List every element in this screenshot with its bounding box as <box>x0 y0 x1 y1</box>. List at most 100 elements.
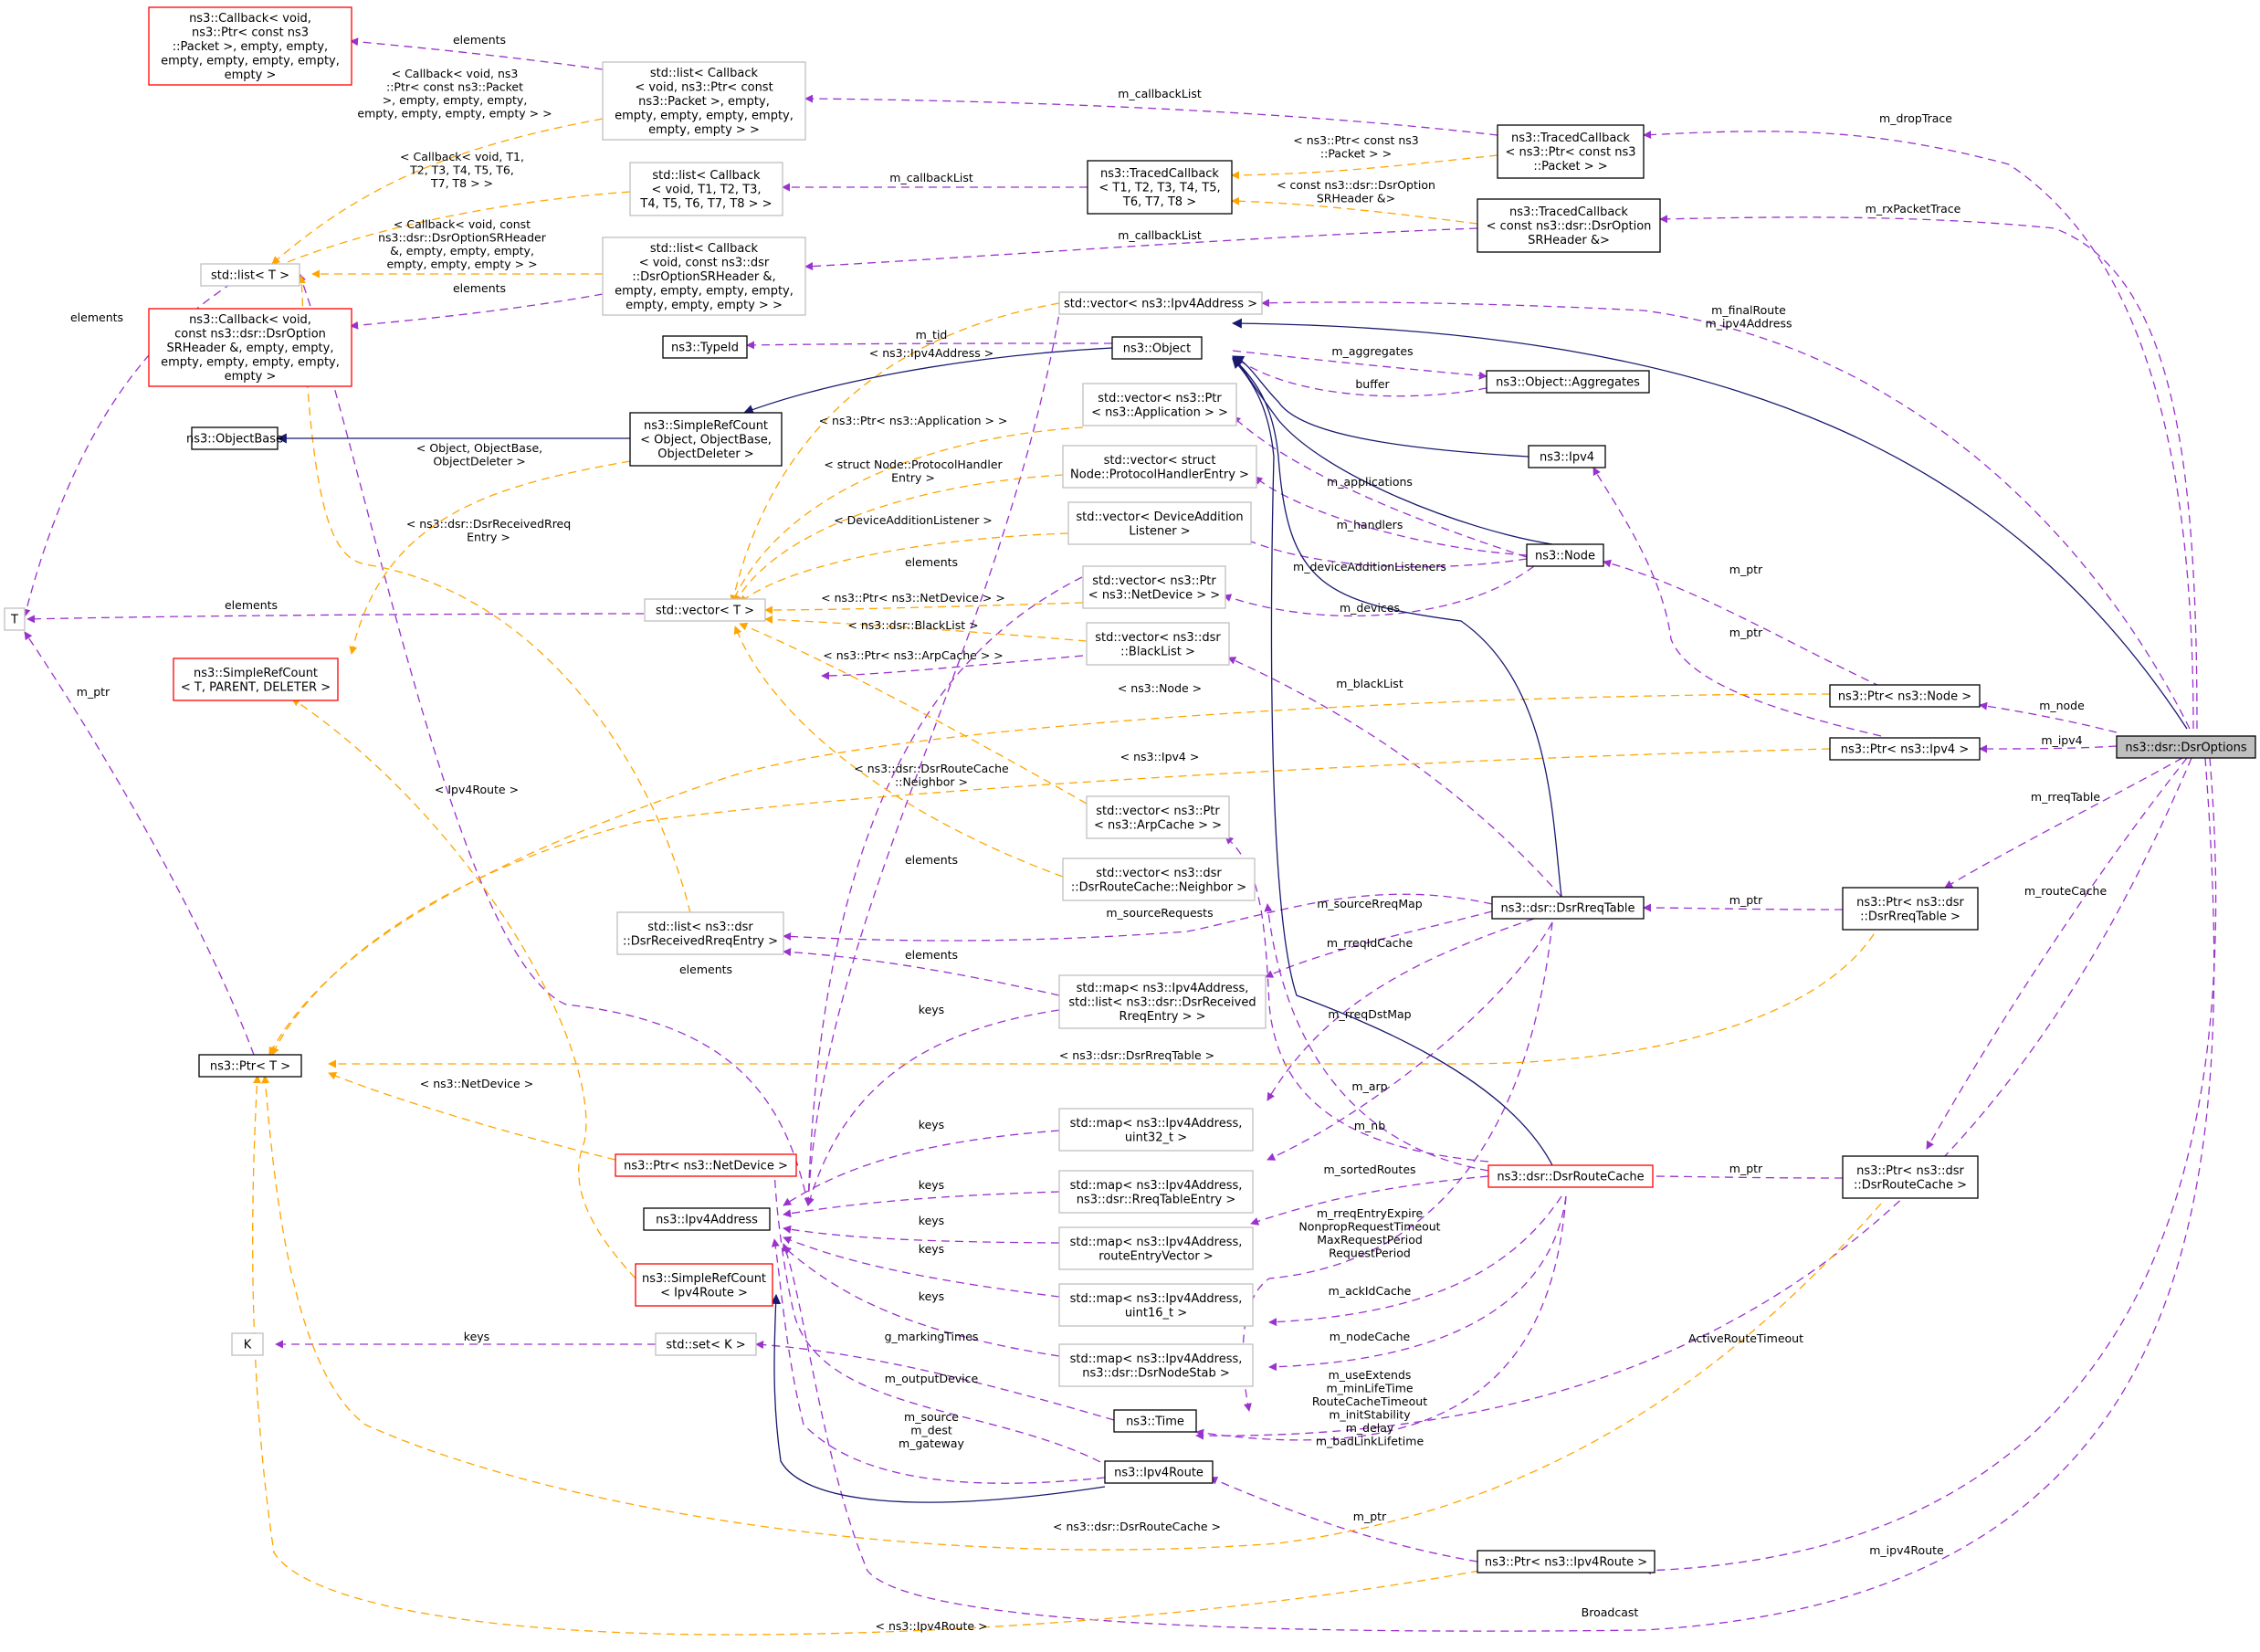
node-label-line: std::list< Callback <box>650 67 759 80</box>
node-dsroptions[interactable]: ns3::dsr::DsrOptions <box>2116 735 2256 759</box>
edge-label-line: < DeviceAdditionListener > <box>834 513 993 527</box>
node-map-nodestab[interactable]: std::map< ns3::Ipv4Address,ns3::dsr::Dsr… <box>1058 1343 1254 1387</box>
edge-tmpl-neighbor <box>733 626 1064 878</box>
edge-label-keys1: keys <box>919 1003 944 1016</box>
edge-label-mroutecache: m_routeCache <box>2024 884 2108 898</box>
edge-label-line: < Object, ObjectBase, <box>416 441 542 455</box>
node-ipv4address[interactable]: ns3::Ipv4Address <box>643 1207 771 1231</box>
node-map-rreq-list[interactable]: std::map< ns3::Ipv4Address,std::list< ns… <box>1058 974 1267 1029</box>
edge-label-line: < Ipv4Route > <box>435 783 519 796</box>
node-vector-arpcache[interactable]: std::vector< ns3::Ptr< ns3::ArpCache > > <box>1086 795 1230 839</box>
edge-label-line: m_ptr <box>1729 626 1763 639</box>
node-tracedcb-t[interactable]: ns3::TracedCallback< T1, T2, T3, T4, T5,… <box>1087 160 1233 215</box>
node-box <box>1062 858 1256 901</box>
node-ipv4[interactable]: ns3::Ipv4 <box>1528 445 1606 468</box>
node-box <box>1477 1550 1656 1573</box>
node-vector-blacklist[interactable]: std::vector< ns3::dsr::BlackList > <box>1086 622 1230 666</box>
node-label-line: < Ipv4Route > <box>660 1286 748 1300</box>
node-vector-proto[interactable]: std::vector< structNode::ProtocolHandler… <box>1062 445 1257 489</box>
node-list-cb-t[interactable]: std::list< Callback< void, T1, T2, T3,T4… <box>629 162 783 216</box>
edge-label-line: elements <box>905 948 958 962</box>
node-box <box>2116 735 2256 759</box>
edge-mipv4 <box>1979 744 2118 753</box>
node-label-line: Node::ProtocolHandlerEntry > <box>1070 468 1249 481</box>
edge-label-line: m_sourceRequests <box>1106 906 1213 920</box>
node-label-line: ::Packet >, empty, empty, <box>173 40 328 54</box>
edge-label-mcallbacklist2: m_callbackList <box>889 171 973 184</box>
edge-callback-elements <box>350 37 604 70</box>
node-object-aggregates[interactable]: ns3::Object::Aggregates <box>1486 370 1650 394</box>
node-time[interactable]: ns3::Time <box>1113 1409 1197 1433</box>
edge-label-mdevices: m_devices <box>1340 601 1400 615</box>
edge-label-moutputdevice: m_outputDevice <box>885 1372 979 1385</box>
node-label-line: std::list< Callback <box>650 242 759 256</box>
node-label-line: ns3::Ptr< ns3::Ipv4 > <box>1841 743 1969 757</box>
node-label-line: ns3::Callback< void, <box>189 313 311 327</box>
edge-tmpl-rreqentry <box>297 275 691 914</box>
edge-label-elements-2: elements <box>679 963 732 976</box>
node-T[interactable]: T <box>4 607 26 631</box>
node-tracedcb-srh[interactable]: ns3::TracedCallback< const ns3::dsr::Dsr… <box>1477 198 1661 253</box>
node-map-routeentry[interactable]: std::map< ns3::Ipv4Address,routeEntryVec… <box>1058 1226 1254 1270</box>
node-routecache[interactable]: ns3::dsr::DsrRouteCache <box>1487 1164 1654 1188</box>
edge-tmpl-cb-packet <box>271 118 604 265</box>
node-map-uint32[interactable]: std::map< ns3::Ipv4Address,uint32_t > <box>1058 1108 1254 1152</box>
node-simplerefcount-route[interactable]: ns3::SimpleRefCount< Ipv4Route > <box>635 1263 773 1307</box>
edge-label-line: < ns3::dsr::DsrRreqTable > <box>1059 1048 1214 1062</box>
node-ptr-ipv4[interactable]: ns3::Ptr< ns3::Ipv4 > <box>1829 737 1981 761</box>
node-map-rreqtable[interactable]: std::map< ns3::Ipv4Address,ns3::dsr::Rre… <box>1058 1170 1254 1214</box>
node-callback-srh[interactable]: ns3::Callback< void,const ns3::dsr::DsrO… <box>148 308 352 387</box>
node-list-rreq-entry[interactable]: std::list< ns3::dsr::DsrReceivedRreqEntr… <box>616 911 784 955</box>
edge-label-line: elements <box>225 598 278 612</box>
edge-label-line: m_rreqEntryExpire <box>1317 1206 1424 1220</box>
edge-label-ipv4-tmpl: < ns3::Ipv4 > <box>1120 750 1200 763</box>
node-label-line: uint32_t > <box>1125 1131 1187 1144</box>
edge-label-line: m_initStability <box>1329 1408 1411 1422</box>
edge-label-keys3: keys <box>919 1178 944 1192</box>
node-map-uint16[interactable]: std::map< ns3::Ipv4Address,uint16_t > <box>1058 1283 1254 1327</box>
node-callback-packet[interactable]: ns3::Callback< void,ns3::Ptr< const ns3:… <box>148 6 352 86</box>
edge-label-marp: m_arp <box>1351 1079 1387 1093</box>
node-ipv4route[interactable]: ns3::Ipv4Route <box>1104 1460 1214 1484</box>
edge-label-line: keys <box>919 1242 944 1256</box>
node-tracedcb-packet[interactable]: ns3::TracedCallback< ns3::Ptr< const ns3… <box>1497 124 1645 179</box>
edge-label-routecache-tmpl: < ns3::dsr::DsrRouteCache > <box>1053 1520 1221 1533</box>
edge-label-line: keys <box>919 1178 944 1192</box>
node-ptr-ipv4route[interactable]: ns3::Ptr< ns3::Ipv4Route > <box>1477 1550 1656 1573</box>
node-typeid[interactable]: ns3::TypeId <box>662 335 748 359</box>
node-node[interactable]: ns3::Node <box>1526 543 1604 567</box>
node-simplerefcount-t[interactable]: ns3::SimpleRefCount< T, PARENT, DELETER … <box>173 658 339 701</box>
node-vector-t[interactable]: std::vector< T > <box>644 598 766 622</box>
node-ptr-t[interactable]: ns3::Ptr< T > <box>198 1054 302 1078</box>
edge-label-line: ObjectDeleter > <box>433 455 525 468</box>
node-list-t[interactable]: std::list< T > <box>200 263 300 287</box>
edge-label-line: < ns3::Ptr< ns3::Application > > <box>819 414 1008 427</box>
node-K[interactable]: K <box>231 1332 264 1356</box>
node-label-line: std::vector< ns3::Ptr <box>1098 392 1222 405</box>
node-set-k[interactable]: std::set< K > <box>655 1332 757 1356</box>
node-list-cb-srh[interactable]: std::list< Callback< void, const ns3::ds… <box>602 237 806 316</box>
node-simplerefcount-obj[interactable]: ns3::SimpleRefCount< Object, ObjectBase,… <box>629 412 783 467</box>
node-label-line: std::list< Callback <box>652 169 761 183</box>
node-rreqtable[interactable]: ns3::dsr::DsrRreqTable <box>1491 896 1645 920</box>
node-list-cb-packet[interactable]: std::list< Callback< void, ns3::Ptr< con… <box>602 61 806 141</box>
node-object[interactable]: ns3::Object <box>1111 336 1203 360</box>
node-ptr-netdevice[interactable]: ns3::Ptr< ns3::NetDevice > <box>615 1153 797 1177</box>
edge-label-line: Entry > <box>467 531 510 544</box>
edge-label-line: m_rreqIdCache <box>1327 936 1414 950</box>
edge-mroutecache <box>1926 757 2188 1150</box>
node-vector-neighbor[interactable]: std::vector< ns3::dsr::DsrRouteCache::Ne… <box>1062 858 1256 901</box>
node-ptr-routecache[interactable]: ns3::Ptr< ns3::dsr::DsrRouteCache > <box>1842 1155 1979 1199</box>
edge-label-elements-listt: elements <box>70 310 123 324</box>
node-label-line: std::vector< ns3::Ipv4Address > <box>1064 298 1257 311</box>
node-vector-netdev[interactable]: std::vector< ns3::Ptr< ns3::NetDevice > … <box>1082 565 1226 609</box>
node-ptr-rreqtable[interactable]: ns3::Ptr< ns3::dsr::DsrRreqTable > <box>1842 887 1979 931</box>
edge-label-line: m_nb <box>1354 1119 1385 1132</box>
node-box <box>1829 737 1981 761</box>
node-objectbase[interactable]: ns3::ObjectBase <box>186 426 283 450</box>
node-vector-app[interactable]: std::vector< ns3::Ptr< ns3::Application … <box>1082 383 1237 426</box>
node-ptr-node[interactable]: ns3::Ptr< ns3::Node > <box>1829 684 1981 708</box>
node-vector-ipv4addr[interactable]: std::vector< ns3::Ipv4Address > <box>1058 291 1263 315</box>
node-vector-devadd[interactable]: std::vector< DeviceAdditionListener > <box>1067 501 1252 545</box>
